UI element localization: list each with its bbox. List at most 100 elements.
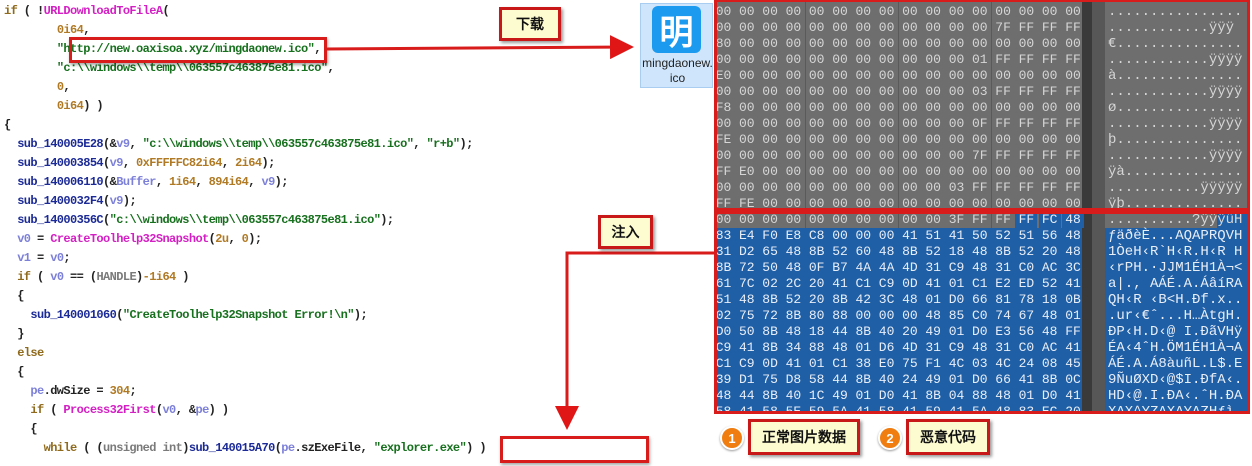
hex-byte[interactable]: 00: [925, 100, 941, 115]
hex-ascii[interactable]: .ur‹€ˆ...H…ÀtgH.: [1108, 308, 1243, 324]
hex-ascii[interactable]: a|., AÁÉ.A.ÁâíRA: [1108, 276, 1243, 292]
hex-byte[interactable]: 48: [971, 260, 988, 275]
hex-byte[interactable]: 41: [899, 404, 921, 411]
hex-byte[interactable]: 48: [992, 404, 1014, 411]
hex-byte[interactable]: 00: [948, 164, 965, 179]
hex-byte[interactable]: FF: [1065, 116, 1081, 131]
hex-ascii[interactable]: ............ÿÿÿ: [1108, 20, 1235, 36]
hex-byte[interactable]: 00: [832, 4, 848, 19]
hex-byte[interactable]: D0: [971, 324, 988, 339]
hex-byte[interactable]: FF: [995, 212, 1011, 227]
hex-byte[interactable]: 00: [855, 36, 872, 51]
hex-byte[interactable]: 24: [902, 372, 918, 387]
hex-byte[interactable]: 01: [1065, 308, 1081, 323]
hex-byte[interactable]: 8B: [808, 244, 825, 259]
hex-byte[interactable]: 50: [738, 324, 755, 339]
hex-byte[interactable]: FF: [971, 212, 988, 227]
hex-byte[interactable]: 00: [762, 212, 778, 227]
hex-byte[interactable]: 00: [1018, 4, 1035, 19]
hex-byte[interactable]: E4: [738, 228, 755, 243]
hex-byte[interactable]: 00: [762, 164, 778, 179]
hex-byte[interactable]: 00: [832, 164, 848, 179]
hex-byte[interactable]: FE: [738, 196, 755, 211]
hex-byte[interactable]: E0: [878, 356, 895, 371]
hex-byte[interactable]: 58: [759, 404, 781, 411]
hex-byte[interactable]: 41: [902, 228, 918, 243]
hex-byte[interactable]: 52: [995, 228, 1011, 243]
hex-byte[interactable]: 00: [925, 36, 941, 51]
hex-byte[interactable]: C0: [1018, 260, 1035, 275]
hex-byte[interactable]: 00: [1041, 196, 1058, 211]
hex-byte[interactable]: 00: [762, 180, 778, 195]
hex-byte[interactable]: 88: [971, 388, 988, 403]
hex-byte[interactable]: 52: [925, 244, 941, 259]
hex-byte[interactable]: 00: [1065, 36, 1081, 51]
hex-byte[interactable]: 00: [715, 84, 732, 99]
hex-byte[interactable]: 00: [808, 68, 825, 83]
hex-byte[interactable]: 00: [1018, 36, 1035, 51]
hex-byte[interactable]: D2: [738, 244, 755, 259]
hex-byte[interactable]: D0: [715, 324, 732, 339]
hex-byte[interactable]: 48: [971, 340, 988, 355]
hex-byte[interactable]: D0: [878, 388, 895, 403]
hex-byte[interactable]: 72: [738, 260, 755, 275]
hex-byte[interactable]: 00: [948, 36, 965, 51]
hex-byte[interactable]: 00: [971, 100, 988, 115]
hex-byte[interactable]: 00: [855, 52, 872, 67]
hex-byte[interactable]: 00: [715, 180, 732, 195]
hex-ascii[interactable]: ............ÿÿÿÿ: [1108, 116, 1243, 132]
hex-byte[interactable]: 00: [948, 52, 965, 67]
hex-byte[interactable]: 00: [925, 68, 941, 83]
hex-byte[interactable]: B7: [832, 260, 848, 275]
hex-byte[interactable]: 00: [1065, 164, 1081, 179]
hex-byte[interactable]: 00: [855, 4, 872, 19]
hex-byte[interactable]: 51: [715, 292, 732, 307]
hex-byte[interactable]: 41: [852, 404, 874, 411]
hex-byte[interactable]: 00: [715, 148, 732, 163]
hex-byte[interactable]: 00: [878, 180, 895, 195]
hex-byte[interactable]: 4C: [948, 356, 965, 371]
hex-byte[interactable]: 5E: [782, 404, 804, 411]
hex-byte[interactable]: 48: [785, 260, 802, 275]
hex-byte[interactable]: FF: [995, 52, 1011, 67]
hex-byte[interactable]: C0: [971, 308, 988, 323]
hex-byte[interactable]: 60: [855, 244, 872, 259]
hex-byte[interactable]: C8: [808, 228, 825, 243]
hex-byte[interactable]: 3F: [948, 212, 965, 227]
hex-byte[interactable]: 00: [738, 84, 755, 99]
hex-byte[interactable]: FF: [1065, 180, 1081, 195]
hex-byte[interactable]: D6: [878, 340, 895, 355]
hex-byte[interactable]: 00: [832, 196, 848, 211]
hex-byte[interactable]: 00: [878, 164, 895, 179]
hex-byte[interactable]: 00: [855, 228, 872, 243]
hex-byte[interactable]: FF: [1065, 324, 1081, 339]
hex-byte[interactable]: 5A: [829, 404, 851, 411]
hex-byte[interactable]: 00: [878, 36, 895, 51]
hex-byte[interactable]: 72: [762, 308, 778, 323]
hex-byte[interactable]: 00: [785, 20, 802, 35]
hex-byte[interactable]: 44: [832, 372, 848, 387]
hex-byte[interactable]: 00: [738, 20, 755, 35]
hex-byte[interactable]: 00: [738, 68, 755, 83]
hex-byte[interactable]: 00: [925, 20, 941, 35]
hex-byte[interactable]: 8B: [762, 324, 778, 339]
hex-byte[interactable]: 40: [878, 372, 895, 387]
hex-byte[interactable]: 00: [738, 148, 755, 163]
hex-byte[interactable]: 00: [995, 132, 1011, 147]
hex-byte[interactable]: D0: [971, 372, 988, 387]
hex-ascii[interactable]: ÁÉ.A.Á8àuñL.L$.E: [1108, 356, 1243, 372]
hex-byte[interactable]: 00: [832, 116, 848, 131]
hex-byte[interactable]: 00: [738, 4, 755, 19]
hex-ascii[interactable]: ................: [1108, 4, 1243, 20]
hex-byte[interactable]: 00: [855, 84, 872, 99]
hex-byte[interactable]: 75: [902, 356, 918, 371]
hex-byte[interactable]: FC: [1038, 212, 1061, 228]
